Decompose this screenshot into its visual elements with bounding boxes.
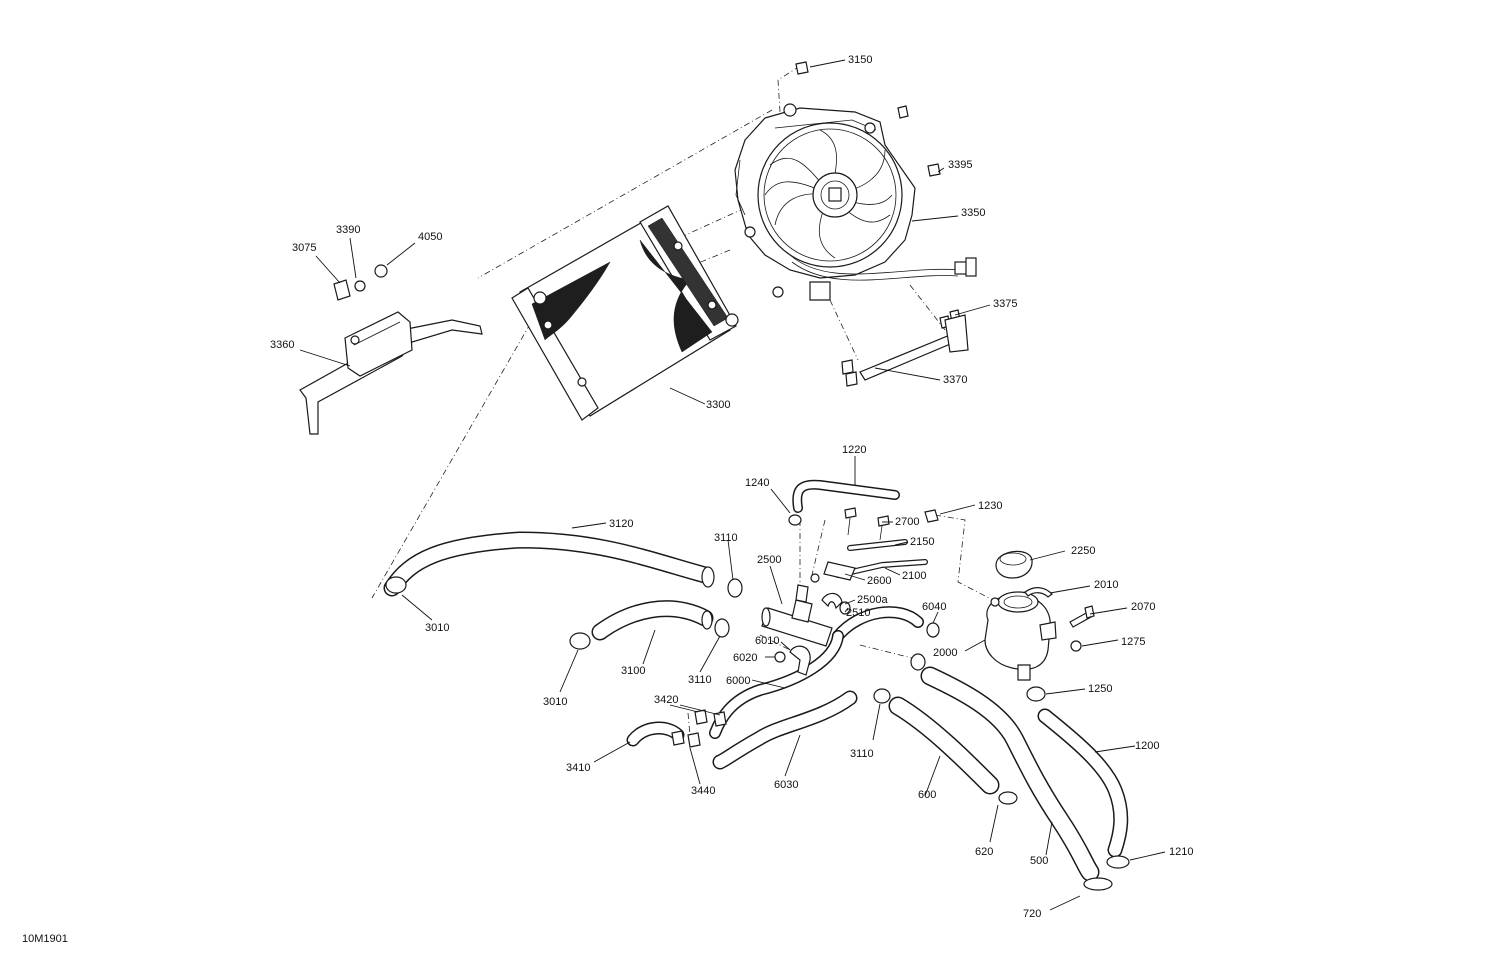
callout-2010: 2010 [1094,579,1118,591]
support-rod [841,314,969,387]
callout-620: 620 [975,846,993,858]
clamp-620 [998,791,1018,805]
callout-1200: 1200 [1135,740,1159,752]
hose-3100 [591,600,714,641]
callout-3110-mid: 3110 [688,674,712,686]
screw-2070 [1069,605,1095,628]
callout-1230: 1230 [978,500,1002,512]
leader-lines [299,59,1166,911]
clamp-720 [1083,877,1113,891]
bracket-fasteners [333,264,388,301]
clamp-3110-a [727,578,743,598]
seal-2010 [1024,587,1053,598]
clamp-1240 [788,514,802,526]
callout-2500: 2500 [757,554,781,566]
washer-6020 [774,651,786,663]
callout-3410: 3410 [566,762,590,774]
callout-6020: 6020 [733,652,757,664]
callout-3110-top: 3110 [714,532,738,544]
mounting-bracket [299,311,483,435]
t-fitting-2500 [761,584,833,647]
callout-720: 720 [1023,908,1041,920]
callout-3010-upper: 3010 [425,622,449,634]
hose-3410 [626,721,685,747]
callout-3100: 3100 [621,665,645,677]
clamp-2500a [821,592,843,610]
hose-600 [888,696,1000,795]
callout-3390: 3390 [336,224,360,236]
cooling-fan-assembly [734,103,977,301]
callout-6030: 6030 [774,779,798,791]
hose-6030 [712,690,858,770]
callout-3075: 3075 [292,242,316,254]
callout-2510: 2510 [846,607,870,619]
clamp-3110-d [910,653,926,671]
hose-1200 [1037,708,1129,858]
clamp-3110-c [873,688,891,704]
callout-3420: 3420 [654,694,678,706]
callout-3440: 3440 [691,785,715,797]
clamp-6040 [926,622,940,638]
hose-500 [920,666,1100,882]
screws-2700 [844,507,890,541]
callout-3120: 3120 [609,518,633,530]
callout-2700: 2700 [895,516,919,528]
hose-3120 [383,531,715,597]
radiator [511,205,739,421]
callout-2500a: 2500a [857,594,888,606]
hose-1220 [792,479,900,513]
clamp-1250 [1026,686,1046,702]
clip-6010 [789,645,811,676]
callout-1275: 1275 [1121,636,1145,648]
callout-6000: 6000 [726,675,750,687]
reservoir-cap [995,550,1033,579]
nut-1275 [1070,640,1082,652]
clamp-1210 [1106,855,1130,869]
callout-3110-bottom: 3110 [850,748,874,760]
callout-3350: 3350 [961,207,985,219]
clamp-3010-lower [569,632,591,650]
clamp-2510 [839,601,851,615]
callout-500: 500 [1030,855,1048,867]
callout-1210: 1210 [1169,846,1193,858]
callout-1220: 1220 [842,444,866,456]
callout-600: 600 [918,789,936,801]
callout-2250: 2250 [1071,545,1095,557]
callout-6010: 6010 [755,635,779,647]
bracket-2600 [810,561,856,583]
callout-4050: 4050 [418,231,442,243]
clamp-3010-upper [385,576,407,594]
callout-2100: 2100 [902,570,926,582]
callout-3360: 3360 [270,339,294,351]
callout-3375: 3375 [993,298,1017,310]
callout-2150: 2150 [910,536,934,548]
callout-3150: 3150 [848,54,872,66]
drawing-number: 10M1901 [22,933,68,945]
callout-3010-lower: 3010 [543,696,567,708]
callout-labels: 3150 3395 3350 3375 3370 3390 4050 3075 … [270,54,1193,920]
callout-2600: 2600 [867,575,891,587]
callout-3395: 3395 [948,159,972,171]
callout-1250: 1250 [1088,683,1112,695]
callout-1240: 1240 [745,477,769,489]
clamp-3110-b [714,618,730,638]
callout-2000: 2000 [933,647,957,659]
coolant-reservoir [984,591,1057,681]
callout-6040: 6040 [922,601,946,613]
callout-3300: 3300 [706,399,730,411]
clamp-1230 [924,509,939,523]
callout-2070: 2070 [1131,601,1155,613]
tube-2150 [847,539,908,551]
callout-3370: 3370 [943,374,967,386]
clamps-3440 [671,730,701,748]
